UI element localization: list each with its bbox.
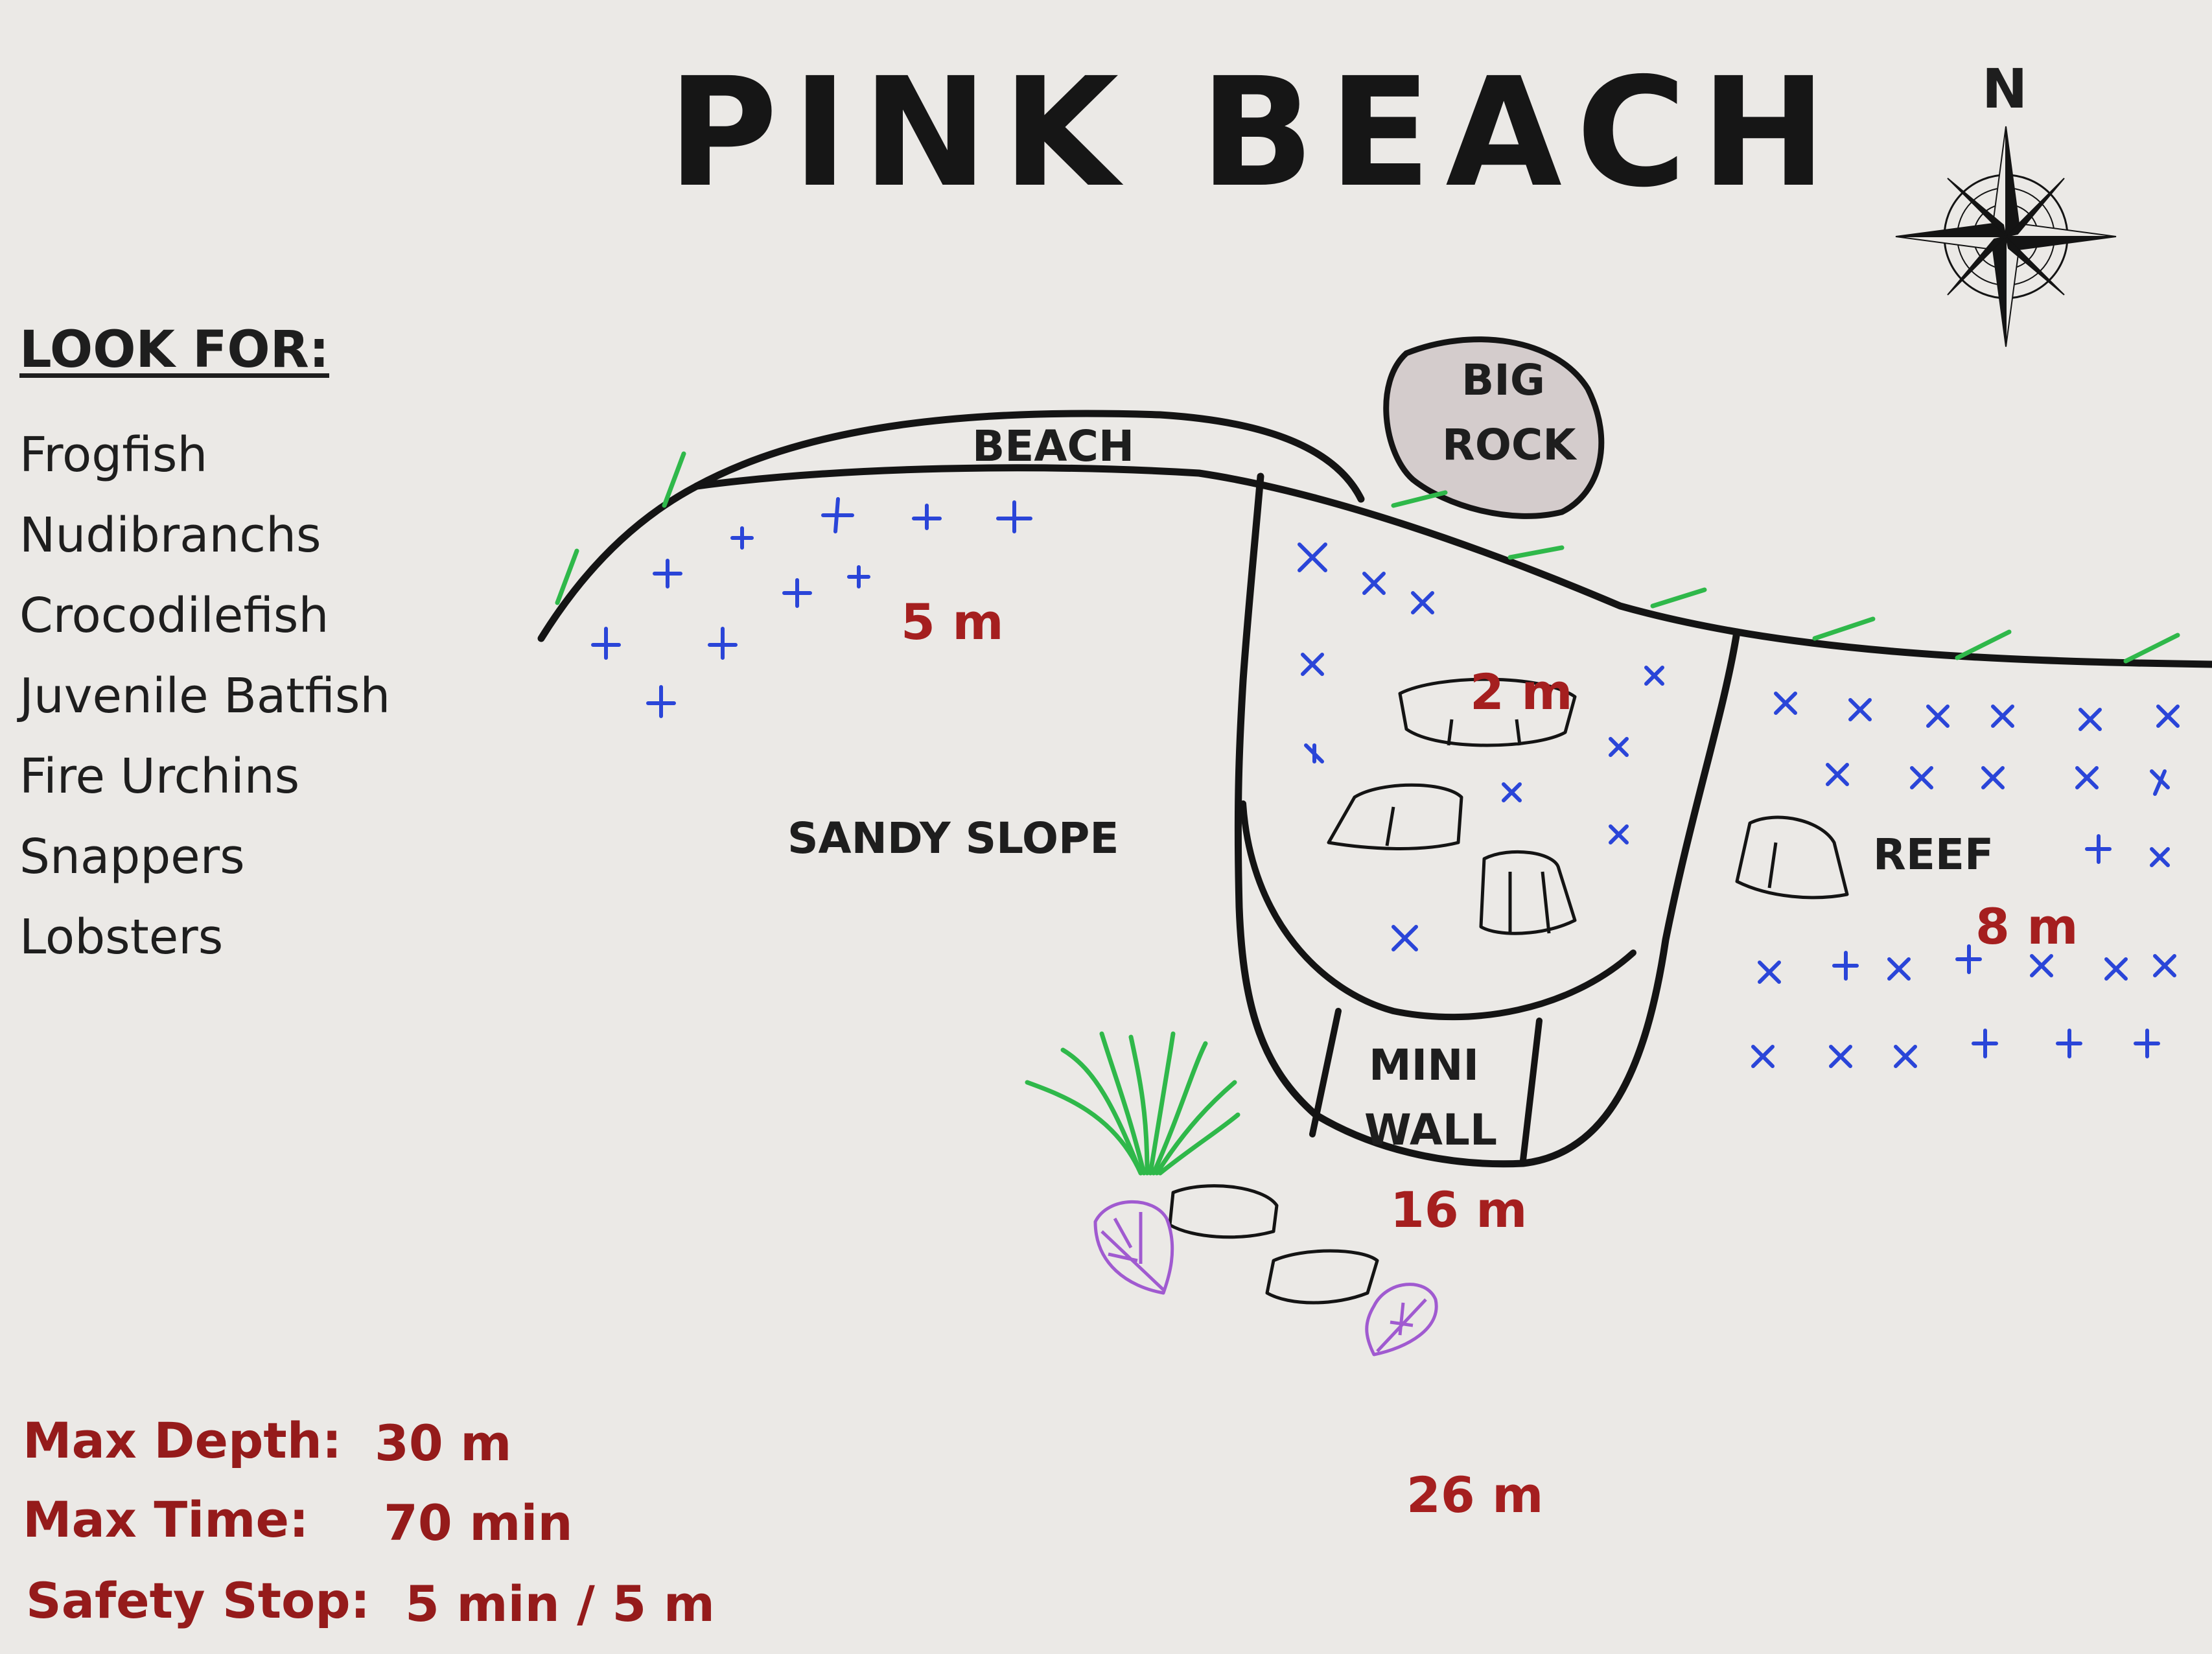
list-item: Nudibranchs [19,507,321,563]
rock-head [1735,815,1849,900]
rock-head [1265,1249,1379,1305]
list-item: Lobsters [19,909,224,965]
compass-rose-icon [1895,126,2117,347]
channel-outline [1234,472,1741,1168]
max-time-value: 70 min [384,1494,573,1552]
rock-head [1479,850,1577,935]
max-depth-value: 30 m [375,1414,512,1472]
rock-head [1168,1184,1279,1239]
mini-wall-label-line1: MINI [1369,1040,1480,1090]
max-depth-label: Max Depth: [23,1412,342,1469]
shoreline [537,464,2212,668]
rock-heads [1168,677,1849,1305]
seagrass-strokes [555,451,2180,664]
list-item: Juvenile Batfish [19,668,391,724]
beach-outline [693,410,1365,503]
coral-marks [591,497,2180,1068]
sponge-icon [1365,1283,1438,1357]
beach-label: BEACH [972,421,1135,471]
channel-inner-curve [1240,800,1636,1021]
big-rock-shape [1383,336,1605,519]
sponge-icon [1093,1200,1174,1295]
list-item: Crocodilefish [19,588,329,644]
mini-wall-outline [1309,1008,1543,1163]
safety-stop-label: Safety Stop: [26,1572,371,1629]
big-rock-label-line1: BIG [1461,355,1546,405]
map-title: PINK BEACH [668,45,1841,220]
rock-head [1398,677,1577,747]
depth-label-slope: 5 m [901,593,1004,651]
seaweed-icon [1025,1031,1240,1176]
rock-head [1327,783,1463,850]
reef-label: REEF [1873,830,1994,879]
big-rock-label-line2: ROCK [1442,420,1576,470]
mini-wall-label-line2: WALL [1364,1105,1498,1155]
list-item: Snappers [19,829,245,885]
compass-north-label: N [1982,57,2028,121]
max-time-label: Max Time: [23,1491,309,1548]
safety-stop-value: 5 min / 5 m [405,1575,715,1633]
sandy-slope-label: SANDY SLOPE [787,813,1119,863]
list-item: Frogfish [19,427,208,483]
look-for-heading: LOOK FOR: [19,321,329,379]
depth-label-wall-base: 16 m [1390,1181,1528,1239]
species-list: Frogfish Nudibranchs Crocodilefish Juven… [19,415,390,977]
depth-label-channel: 2 m [1470,663,1573,721]
depth-label-reef: 8 m [1975,898,2078,955]
list-item: Fire Urchins [19,749,300,804]
depth-label-deep: 26 m [1406,1466,1544,1524]
